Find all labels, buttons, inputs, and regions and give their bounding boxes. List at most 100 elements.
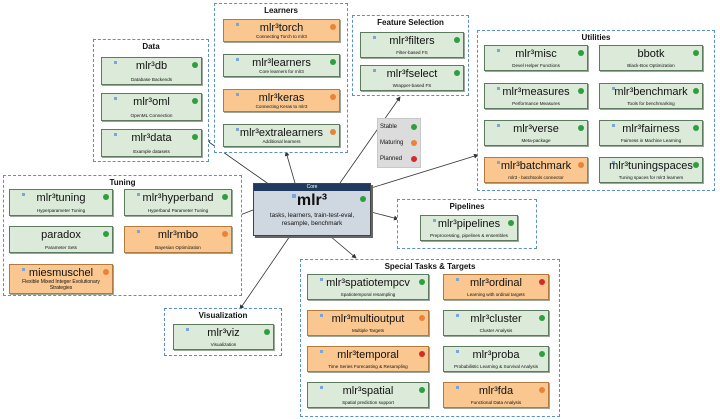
legend-item-planned: Planned xyxy=(380,153,418,165)
package-name: mlr³fda xyxy=(478,385,514,397)
package-name: mlr³extralearners xyxy=(239,127,324,139)
package-desc: Connecting Keras to mlr3 xyxy=(255,103,308,109)
package-mlr3spatial[interactable]: mlr³spatial Spatial prediction support xyxy=(307,382,429,408)
arrow-to-special xyxy=(329,235,357,259)
package-desc: Devel Helper Functions xyxy=(512,62,560,68)
status-dot-icon xyxy=(330,129,336,135)
status-dot-icon xyxy=(578,50,584,56)
package-desc: mlr3 - batchtools connector xyxy=(508,174,564,180)
package-name: mlr³tuningspaces xyxy=(609,160,693,172)
package-name: mlr³spatiotempcv xyxy=(326,277,410,289)
arrow-to-visualization xyxy=(239,235,291,310)
core-package-mlr3[interactable]: Core mlr³ tasks, learners, train-test-ev… xyxy=(253,183,371,236)
package-name: mlr³keras xyxy=(258,92,305,104)
package-name: mlr³pipelines xyxy=(437,218,501,230)
package-logo-icon xyxy=(612,124,615,127)
package-mlr3cluster[interactable]: mlr³cluster Cluster Analysis xyxy=(443,310,549,336)
status-dot-icon xyxy=(192,134,198,140)
package-name: mlr³tuning xyxy=(36,192,86,204)
package-miesmuschel[interactable]: miesmuschel Flexible Mixed Integer Evolu… xyxy=(9,264,113,294)
group-visualization: Visualization mlr³viz Visualization xyxy=(164,308,282,356)
package-logo-icon xyxy=(320,350,323,353)
status-dot-icon xyxy=(419,387,425,393)
package-logo-icon xyxy=(497,49,500,52)
package-mlr3benchmark[interactable]: mlr³benchmark Tools for benchmarking xyxy=(599,83,703,109)
core-header: Core xyxy=(254,184,370,191)
package-mlr3tuning[interactable]: mlr³tuning Hyperparameter Tuning xyxy=(9,189,113,216)
group-title: Learners xyxy=(264,6,298,15)
package-logo-icon xyxy=(456,278,459,281)
package-bbotk[interactable]: bbotk Black-Box Optimization xyxy=(599,45,703,71)
package-logo-icon xyxy=(497,87,500,90)
package-mlr3hyperband[interactable]: mlr³hyperband Hyperband Parameter Tuning xyxy=(124,189,232,216)
status-dot-icon xyxy=(539,351,545,357)
package-desc: Fairness in Machine Learning xyxy=(620,137,682,143)
package-paradox[interactable]: paradox Parameter Sets xyxy=(9,226,113,253)
package-mlr3oml[interactable]: mlr³oml OpenML Connection xyxy=(101,93,202,121)
package-mlr3data[interactable]: mlr³data Example datasets xyxy=(101,129,202,157)
package-mlr3proba[interactable]: mlr³proba Probabilistic Learning & Survi… xyxy=(443,346,549,372)
group-data: Data mlr³db Database Backends mlr³oml Op… xyxy=(93,39,209,162)
package-logo-icon xyxy=(114,61,117,64)
package-logo-icon xyxy=(433,219,436,222)
package-logo-icon xyxy=(236,58,239,61)
group-title: Visualization xyxy=(198,311,248,320)
package-logo-icon xyxy=(236,23,239,26)
package-mlr3torch[interactable]: mlr³torch Connecting Torch to mlr3 xyxy=(223,19,340,42)
status-legend: Stable Maturing Planned xyxy=(377,118,421,168)
package-mlr3learners[interactable]: mlr³learners Core learners for mlr3 xyxy=(223,54,340,77)
package-mlr3verse[interactable]: mlr³verse Meta-package xyxy=(484,120,588,146)
package-name: mlr³cluster xyxy=(470,313,522,325)
package-mlr3ordinal[interactable]: mlr³ordinal Learning with ordinal target… xyxy=(443,274,549,300)
package-mlr3measures[interactable]: mlr³measures Performance Measures xyxy=(484,83,588,109)
status-dot-icon xyxy=(508,220,514,226)
package-logo-icon xyxy=(320,314,323,317)
package-desc: Hyperparameter Tuning xyxy=(36,207,86,213)
package-mlr3spatiotempcv[interactable]: mlr³spatiotempcv Spatiotemporal resampli… xyxy=(307,274,429,300)
package-mlr3fda[interactable]: mlr³fda Functional Data Analysis xyxy=(443,382,549,408)
group-pipelines: Pipelines mlr³pipelines Preprocessing, p… xyxy=(397,199,537,249)
package-desc: Example datasets xyxy=(133,148,170,154)
package-desc: OpenML Connection xyxy=(130,112,173,118)
package-mlr3pipelines[interactable]: mlr³pipelines Preprocessing, pipelines &… xyxy=(420,215,518,241)
package-desc: Probabilistic Learning & Survival Analys… xyxy=(453,363,538,369)
package-desc: Time Series Forecasting & Resampling xyxy=(328,363,408,369)
package-mlr3multioutput[interactable]: mlr³multioutput Multiple Targets xyxy=(307,310,429,336)
legend-item-stable: Stable xyxy=(380,121,418,133)
package-logo-icon xyxy=(22,268,25,271)
group-tuning: Tuning mlr³tuning Hyperparameter Tuning … xyxy=(3,175,242,296)
group-title: Tuning xyxy=(109,178,136,187)
package-logo-icon xyxy=(497,124,500,127)
package-name: bbotk xyxy=(637,48,665,60)
group-special-tasks-targets: Special Tasks & Targets mlr³spatiotempcv… xyxy=(300,259,560,417)
package-mlr3fselect[interactable]: mlr³fselect Wrapper-based FS xyxy=(360,65,464,91)
package-desc: Spatial prediction support xyxy=(342,399,394,405)
package-mlr3tuningspaces[interactable]: mlr³tuningspaces Tuning spaces for mlr3 … xyxy=(599,157,703,183)
package-mlr3mbo[interactable]: mlr³mbo Bayesian Optimization xyxy=(124,226,232,253)
package-mlr3temporal[interactable]: mlr³temporal Time Series Forecasting & R… xyxy=(307,346,429,372)
status-dot-icon xyxy=(103,194,109,200)
status-dot-icon xyxy=(264,329,270,335)
package-mlr3filters[interactable]: mlr³filters Filter-based FS xyxy=(360,32,464,58)
package-name: mlr³temporal xyxy=(337,349,399,361)
package-desc: Flexible Mixed Integer Evolutionary Stra… xyxy=(22,279,100,291)
package-name: mlr³fselect xyxy=(386,68,438,80)
package-mlr3batchmark[interactable]: mlr³batchmark mlr3 - batchtools connecto… xyxy=(484,157,588,183)
package-name: mlr³learners xyxy=(252,57,311,69)
package-desc: Functional Data Analysis xyxy=(470,399,522,405)
legend-label: Planned xyxy=(380,156,403,162)
status-dot-icon xyxy=(411,124,417,130)
package-name: mlr³measures xyxy=(502,86,570,98)
status-dot-icon xyxy=(330,24,336,30)
package-desc: Core learners for mlr3 xyxy=(259,68,304,74)
status-dot-icon xyxy=(578,88,584,94)
package-mlr3viz[interactable]: mlr³viz Visualization xyxy=(173,324,274,350)
package-mlr3fairness[interactable]: mlr³fairness Fairness in Machine Learnin… xyxy=(599,120,703,146)
package-desc: Filter-based FS xyxy=(396,49,428,55)
package-desc: Preprocessing, pipelines & ensembles xyxy=(430,232,508,238)
package-desc: Tools for benchmarking xyxy=(627,100,675,106)
package-mlr3misc[interactable]: mlr³misc Devel Helper Functions xyxy=(484,45,588,71)
package-mlr3extralearners[interactable]: mlr³extralearners Additional learners xyxy=(223,124,340,147)
package-mlr3db[interactable]: mlr³db Database Backends xyxy=(101,57,202,85)
package-mlr3keras[interactable]: mlr³keras Connecting Keras to mlr3 xyxy=(223,89,340,112)
